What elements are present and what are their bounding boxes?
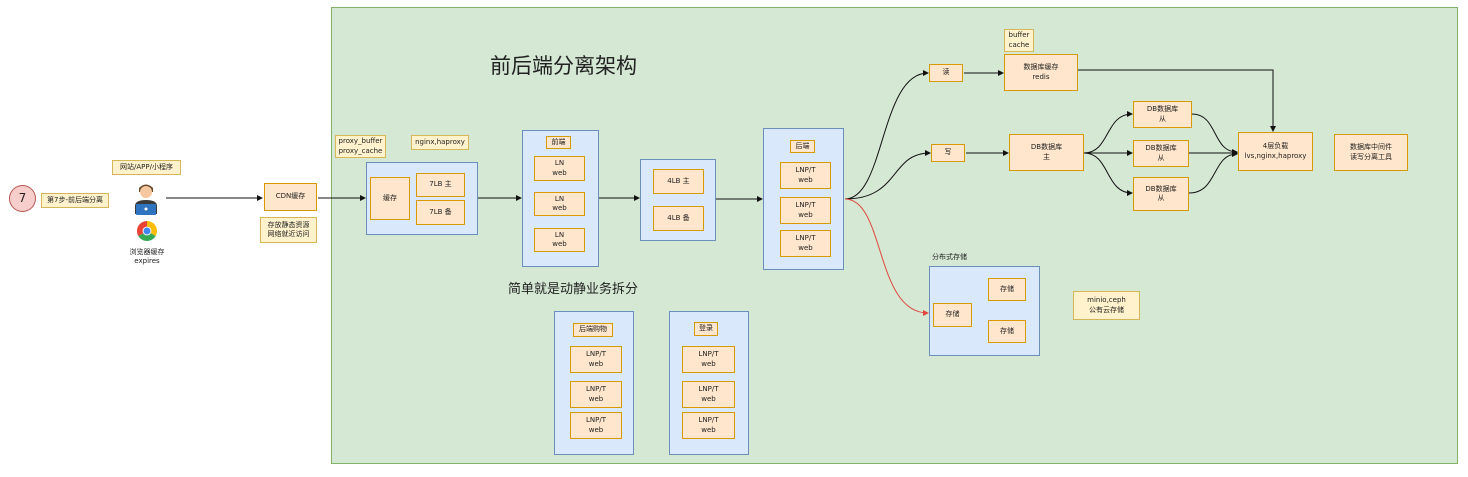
storage-node: 存储 <box>988 320 1026 343</box>
db-master: DB数据库 主 <box>1009 134 1084 171</box>
db-slave: DB数据库 从 <box>1133 177 1189 211</box>
edge-backend-storage <box>844 198 929 316</box>
lb4-backup: 4LB 备 <box>653 206 704 231</box>
architecture-area <box>331 7 1458 464</box>
db-load-balancer: 4层负载 lvs,nginx,haproxy <box>1238 132 1313 171</box>
lb7-backup: 7LB 备 <box>416 200 465 225</box>
login-node: LNP/T web <box>682 381 735 408</box>
proxy-buffer-note: proxy_buffer proxy_cache <box>335 135 386 158</box>
write-label: 写 <box>931 144 965 162</box>
cdn-note: 存放静态资源 网络就近访问 <box>260 217 317 243</box>
backend-node: LNP/T web <box>780 230 831 257</box>
buffer-cache-note: buffer cache <box>1004 29 1034 52</box>
login-node: LNP/T web <box>682 346 735 373</box>
storage-main: 存储 <box>933 303 972 327</box>
storage-note: minio,ceph 公有云存储 <box>1073 291 1140 320</box>
frontend-title: 前端 <box>546 136 571 149</box>
lb7-master: 7LB 主 <box>416 173 465 197</box>
edge-backend-write <box>844 150 931 200</box>
lb4-master: 4LB 主 <box>653 169 704 194</box>
db-middleware: 数据库中间件 读写分离工具 <box>1334 134 1408 171</box>
step-label: 第7步-前后端分离 <box>41 193 109 208</box>
frontend-node: LN web <box>534 228 585 252</box>
diagram-subtitle: 简单就是动静业务拆分 <box>508 282 639 297</box>
login-title: 登录 <box>694 322 718 336</box>
backend-node: LNP/T web <box>780 197 831 224</box>
edge-slave1-lbdb <box>1191 113 1238 155</box>
edge-redis-lbdb <box>1078 69 1276 132</box>
backend-shop-node: LNP/T web <box>570 346 622 373</box>
backend-shop-node: LNP/T web <box>570 381 622 408</box>
step-number: 7 <box>9 185 36 212</box>
client-note: 网站/APP/小程序 <box>112 160 181 175</box>
storage-node: 存储 <box>988 278 1026 301</box>
edge-dbmaster-slave1 <box>1083 111 1133 154</box>
frontend-node: LN web <box>534 192 585 216</box>
proxy-cache: 缓存 <box>370 177 410 220</box>
login-node: LNP/T web <box>682 412 735 439</box>
db-slave: DB数据库 从 <box>1133 140 1189 167</box>
backend-node: LNP/T web <box>780 162 831 189</box>
edge-backend-read <box>844 70 929 200</box>
backend-shop-title: 后端购物 <box>573 323 613 337</box>
proxy-software-note: nginx,haproxy <box>411 135 469 150</box>
cdn-cache: CDN缓存 <box>264 183 317 211</box>
edge-dbmaster-slave3 <box>1083 152 1133 196</box>
storage-title: 分布式存储 <box>932 253 967 261</box>
read-label: 读 <box>929 64 963 82</box>
frontend-node: LN web <box>534 156 585 181</box>
diagram-title: 前后端分离架构 <box>490 54 637 78</box>
redis-cache: 数据库缓存 redis <box>1004 54 1078 91</box>
chrome-icon <box>137 221 157 241</box>
backend-shop-node: LNP/T web <box>570 412 622 439</box>
db-slave: DB数据库 从 <box>1133 101 1192 128</box>
edge-slave3-lbdb <box>1188 151 1238 194</box>
browser-cache-label: 浏览器缓存 expires <box>129 248 165 266</box>
user-icon <box>131 180 161 216</box>
backend-title: 后端 <box>790 140 815 153</box>
